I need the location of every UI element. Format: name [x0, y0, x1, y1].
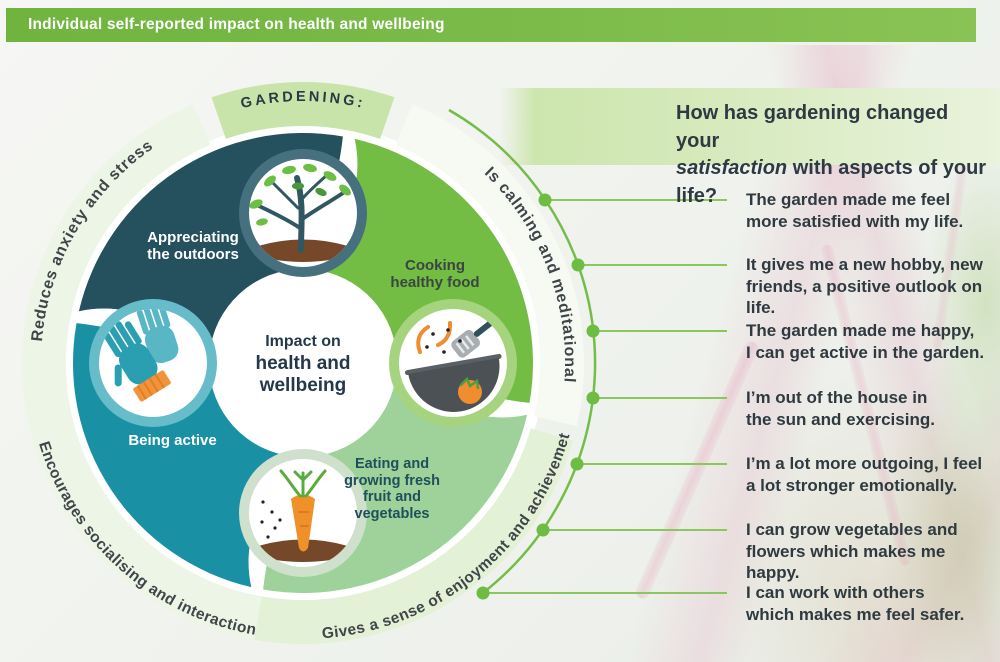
center-label-line1: Impact on	[265, 333, 341, 350]
page-title: Individual self-reported impact on healt…	[28, 16, 445, 33]
ring-arc-gardening	[211, 82, 395, 140]
connector-dot	[570, 457, 584, 471]
connector-dot	[536, 523, 550, 537]
center-label-line2: health and wellbeing	[255, 353, 351, 396]
question-italic-word: satisfaction	[676, 157, 788, 180]
cooking-pan-icon	[404, 318, 502, 412]
question-line2: satisfaction with aspects of your life?	[676, 155, 996, 210]
quote-connectors	[448, 108, 727, 600]
ring-arc-bottom-right	[254, 428, 574, 644]
quote-item: I’m a lot more outgoing, I feel a lot st…	[746, 454, 983, 495]
quote-item: I’m out of the house in the sun and exer…	[746, 388, 935, 429]
segment-label-active: Being active	[128, 432, 217, 449]
ring-arc-left	[21, 104, 262, 640]
question-band	[500, 88, 1000, 165]
connector-dot	[476, 586, 490, 600]
question-line2-rest: with aspects of your life?	[676, 157, 987, 207]
ring-arc-right	[395, 104, 584, 427]
question-heading: How has gardening changed your satisfact…	[676, 100, 996, 210]
tree-icon	[249, 163, 351, 262]
wheel-outer-ring	[21, 82, 584, 644]
question-line1: How has gardening changed your	[676, 102, 949, 152]
carrot-icon	[258, 469, 348, 562]
quote-item: The garden made me happy, I can get acti…	[746, 321, 985, 362]
connector-dot	[571, 258, 585, 272]
quote-item: The garden made me feel more satisfied w…	[746, 190, 964, 231]
wheel-center-circle	[233, 293, 373, 433]
quote-item: It gives me a new hobby, new friends, a …	[746, 255, 983, 317]
connector-dot	[586, 324, 600, 338]
garden-gloves-icon	[103, 309, 179, 402]
segment-label-eating: Eating and growing fresh fruit and veget…	[344, 456, 440, 523]
segment-label-outdoors: Appreciating the outdoors	[147, 229, 239, 264]
segment-label-cooking: Cooking healthy food	[390, 257, 480, 292]
ring-label-gardening: GARDENING:	[239, 89, 367, 112]
header-bar: Individual self-reported impact on healt…	[6, 8, 976, 42]
connector-dot	[538, 193, 552, 207]
wheel-center-label: Impact on health and wellbeing	[228, 333, 378, 397]
quote-item: I can work with others which makes me fe…	[746, 583, 965, 624]
quote-item: I can grow vegetables and flowers which …	[746, 520, 958, 582]
connector-dot	[586, 391, 600, 405]
